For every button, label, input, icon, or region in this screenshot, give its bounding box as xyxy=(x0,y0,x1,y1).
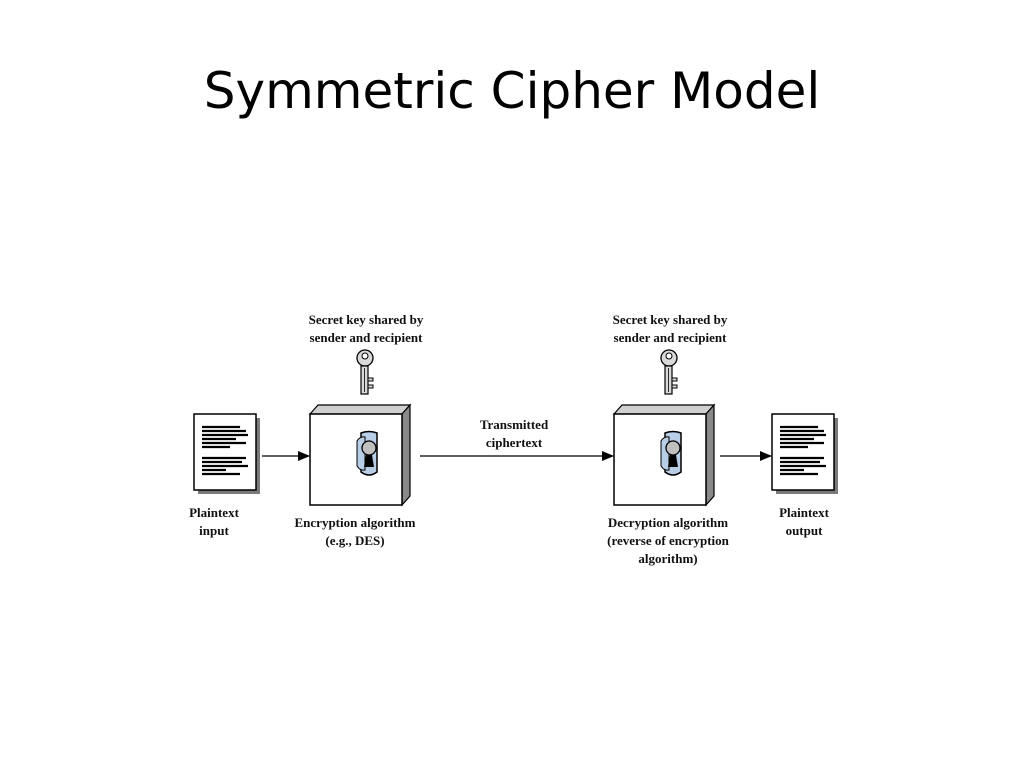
slide-title: Symmetric Cipher Model xyxy=(203,62,821,120)
encryption-algorithm-label: Encryption algorithm (e.g., DES) xyxy=(294,515,416,548)
right-key-label: Secret key shared by sender and recipien… xyxy=(612,312,728,345)
encryption-algorithm-box xyxy=(308,403,412,507)
plaintext-input-document-icon xyxy=(193,413,260,494)
left-secret-key-icon xyxy=(356,349,374,395)
decryption-algorithm-box xyxy=(612,403,716,507)
plaintext-output-document-icon xyxy=(771,413,838,494)
right-secret-key-icon xyxy=(660,349,678,395)
left-key-label: Secret key shared by sender and recipien… xyxy=(308,312,424,345)
decryption-algorithm-label: Decryption algorithm (reverse of encrypt… xyxy=(607,515,729,566)
ciphertext-label: Transmitted ciphertext xyxy=(479,417,549,450)
plaintext-input-label: Plaintext input xyxy=(189,505,239,538)
decryption-keyhole-icon xyxy=(660,430,682,476)
encryption-keyhole-icon xyxy=(356,430,378,476)
plaintext-output-label: Plaintext output xyxy=(779,505,829,538)
